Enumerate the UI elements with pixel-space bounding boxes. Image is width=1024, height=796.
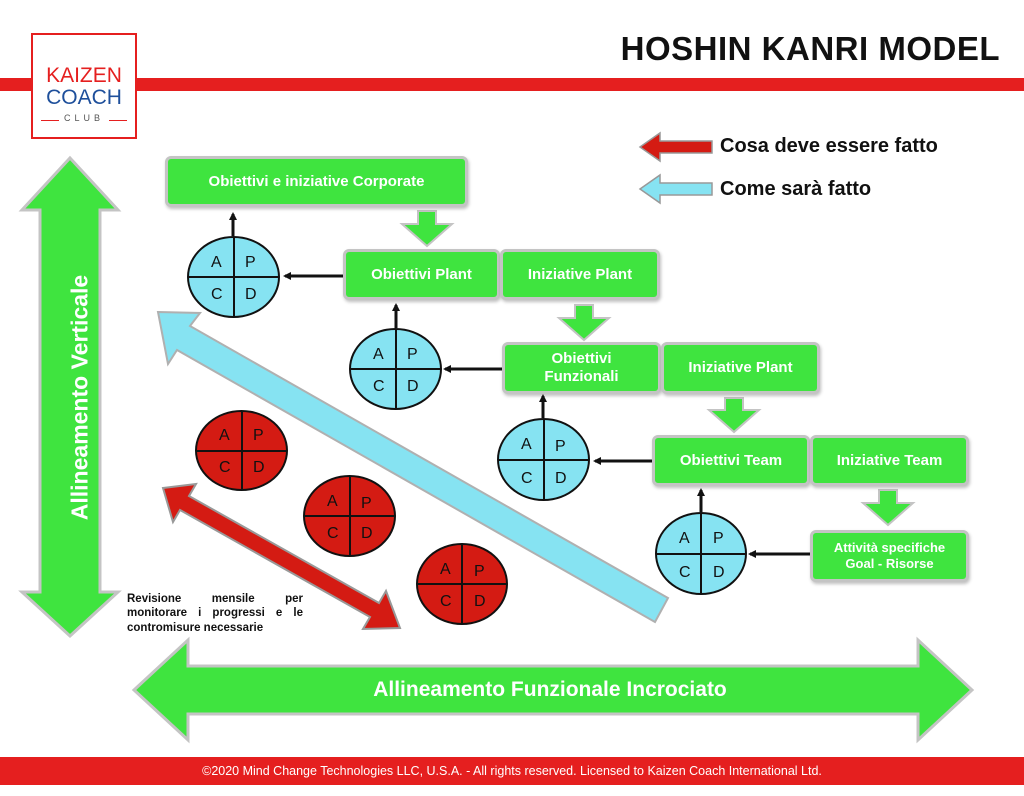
- down-arrow-corporate: [399, 210, 455, 248]
- horizontal-alignment-label: Allineamento Funzionale Incrociato: [373, 678, 727, 701]
- pdca-circle-team: A P C D: [655, 512, 747, 595]
- logo-rule-right: [109, 120, 127, 121]
- down-arrow-team: [860, 489, 916, 527]
- box-attivita-specifiche: Attività specifiche Goal - Risorse: [810, 530, 969, 582]
- pdca-d: D: [361, 525, 373, 542]
- red-review-arrow: [161, 482, 402, 631]
- pdca-a: A: [521, 436, 532, 453]
- pdca-p: P: [474, 563, 485, 580]
- pdca-red-circle-1: A P C D: [195, 410, 288, 491]
- pdca-c: C: [679, 564, 691, 581]
- pdca-circle-funzionali: A P C D: [497, 418, 590, 501]
- pdca-p: P: [361, 495, 372, 512]
- pdca-c: C: [211, 286, 223, 303]
- horizontal-alignment-arrow: [131, 636, 975, 744]
- down-arrow-plant: [556, 304, 612, 342]
- logo-line-coach: COACH: [46, 86, 122, 109]
- pdca-c: C: [440, 593, 452, 610]
- cyan-diagonal-arrow: [156, 310, 670, 624]
- box-iniziative-team: Iniziative Team: [810, 435, 969, 486]
- pdca-c: C: [373, 378, 385, 395]
- box-obiettivi-funzionali: Obiettivi Funzionali: [502, 342, 661, 394]
- footer-bar: ©2020 Mind Change Technologies LLC, U.S.…: [0, 757, 1024, 785]
- pdca-d: D: [474, 593, 486, 610]
- pdca-p: P: [713, 530, 724, 547]
- vertical-alignment-label: Allineamento Verticale: [66, 274, 93, 521]
- box-iniziative-plant-1: Iniziative Plant: [500, 249, 660, 300]
- pdca-a: A: [373, 346, 384, 363]
- review-note: Revisione mensile per monitorare i progr…: [127, 593, 303, 634]
- pdca-c: C: [521, 470, 533, 487]
- pdca-a: A: [327, 493, 338, 510]
- page-title: HOSHIN KANRI MODEL: [620, 30, 1000, 67]
- pdca-circle-plant: A P C D: [349, 328, 442, 410]
- pdca-d: D: [245, 286, 257, 303]
- pdca-red-circle-2: A P C D: [303, 475, 396, 557]
- pdca-d: D: [555, 470, 567, 487]
- box-iniziative-plant-2: Iniziative Plant: [661, 342, 820, 394]
- pdca-p: P: [407, 346, 418, 363]
- pdca-d: D: [713, 564, 725, 581]
- kaizen-coach-logo: KAIZEN COACH CLUB: [31, 33, 137, 139]
- pdca-a: A: [679, 530, 690, 547]
- pdca-c: C: [327, 525, 339, 542]
- pdca-d: D: [407, 378, 419, 395]
- vertical-alignment-arrow: [18, 155, 122, 639]
- legend-how: Come sarà fatto: [720, 178, 872, 200]
- box-obiettivi-team: Obiettivi Team: [652, 435, 810, 486]
- pdca-p: P: [253, 427, 264, 444]
- box-obiettivi-plant: Obiettivi Plant: [343, 249, 500, 300]
- down-arrow-funzionali: [706, 397, 762, 434]
- pdca-p: P: [555, 438, 566, 455]
- legend-cyan-arrow: [638, 173, 713, 205]
- pdca-a: A: [211, 254, 222, 271]
- pdca-c: C: [219, 459, 231, 476]
- pdca-a: A: [440, 561, 451, 578]
- logo-rule-left: [41, 120, 59, 121]
- pdca-red-circle-3: A P C D: [416, 543, 508, 625]
- pdca-circle-corporate: A P C D: [187, 236, 280, 318]
- logo-line-club: CLUB: [63, 113, 104, 123]
- logo-line-kaizen: KAIZEN: [46, 64, 122, 87]
- top-red-bar: [0, 78, 1024, 91]
- box-corporate: Obiettivi e iniziative Corporate: [165, 156, 468, 207]
- legend-red-arrow: [638, 131, 713, 163]
- pdca-a: A: [219, 427, 230, 444]
- pdca-d: D: [253, 459, 265, 476]
- footer-copyright: ©2020 Mind Change Technologies LLC, U.S.…: [202, 764, 822, 778]
- pdca-p: P: [245, 254, 256, 271]
- legend-what: Cosa deve essere fatto: [720, 135, 938, 157]
